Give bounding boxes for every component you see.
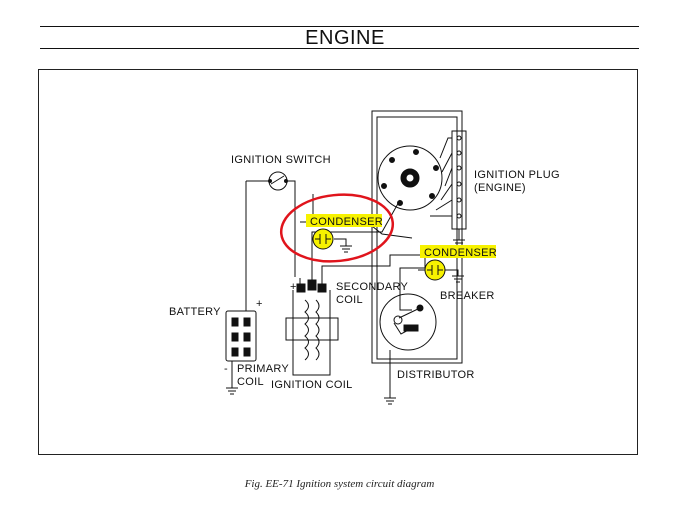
- label-battery-plus: +: [256, 298, 263, 310]
- label-secondary: SECONDARY: [336, 281, 409, 293]
- coil-winding: [304, 299, 309, 361]
- battery-ground: [226, 361, 238, 395]
- section-header: ENGINE: [305, 27, 385, 49]
- label-condenser-right: CONDENSER: [424, 247, 497, 259]
- cap-terminal: [413, 149, 419, 155]
- coil-mount-band: [285, 317, 339, 341]
- spark-plug-terminal: [456, 135, 462, 141]
- battery-body: [225, 310, 257, 362]
- label-ignition-plug-engine: (ENGINE): [474, 182, 526, 194]
- switch-wire: [246, 180, 296, 277]
- diagram-frame: [38, 69, 638, 455]
- rotor-center: [405, 173, 415, 183]
- breaker-plate: [379, 293, 437, 351]
- spark-plug-terminal: [456, 181, 462, 187]
- header-bottom-rule: [40, 48, 639, 49]
- spark-plug-terminal: [456, 165, 462, 171]
- condenser-right: [424, 259, 446, 281]
- cap-terminal: [389, 157, 395, 163]
- plug-ground: [453, 229, 465, 247]
- distributor-housing: [371, 110, 463, 364]
- cap-terminal: [429, 193, 435, 199]
- red-circle-annotation: [279, 193, 395, 263]
- label-primary-coil: COIL: [237, 376, 264, 388]
- label-secondary-coil: COIL: [336, 294, 363, 306]
- distributor-inner-housing: [376, 116, 458, 360]
- label-breaker: BREAKER: [440, 290, 495, 302]
- figure-caption: Fig. EE-71 Ignition system circuit diagr…: [244, 478, 435, 490]
- plug-leads: [430, 137, 453, 217]
- label-battery: BATTERY: [169, 306, 221, 318]
- label-primary: PRIMARY: [237, 363, 289, 375]
- condenser-left-highlight: [306, 214, 382, 227]
- header-top-rule: [40, 26, 639, 27]
- condenser-left: [312, 228, 334, 250]
- coil-outline: [292, 290, 331, 376]
- condenser-right-ground: [444, 269, 464, 283]
- condenser-right-highlight: [420, 245, 496, 258]
- label-battery-minus: -: [224, 363, 228, 375]
- label-ignition-coil: IGNITION COIL: [271, 379, 353, 391]
- coil-winding: [315, 299, 320, 361]
- cap-terminal: [433, 165, 439, 171]
- label-ignition-switch: IGNITION SWITCH: [231, 154, 331, 166]
- label-coil-plus: +: [290, 281, 297, 293]
- spark-plug-terminal: [456, 197, 462, 203]
- spark-plug-terminal: [456, 150, 462, 156]
- cap-terminal: [381, 183, 387, 189]
- distributor-cap: [377, 145, 443, 211]
- ignition-switch-contact: [270, 175, 285, 185]
- condenser-left-ground: [334, 238, 352, 253]
- distributor-ground: [384, 350, 396, 405]
- label-distributor: DISTRIBUTOR: [397, 369, 475, 381]
- spark-plug-terminal: [456, 213, 462, 219]
- breaker-cam: [393, 315, 403, 325]
- label-ignition-plug: IGNITION PLUG: [474, 169, 560, 181]
- label-condenser-left: CONDENSER: [310, 216, 383, 228]
